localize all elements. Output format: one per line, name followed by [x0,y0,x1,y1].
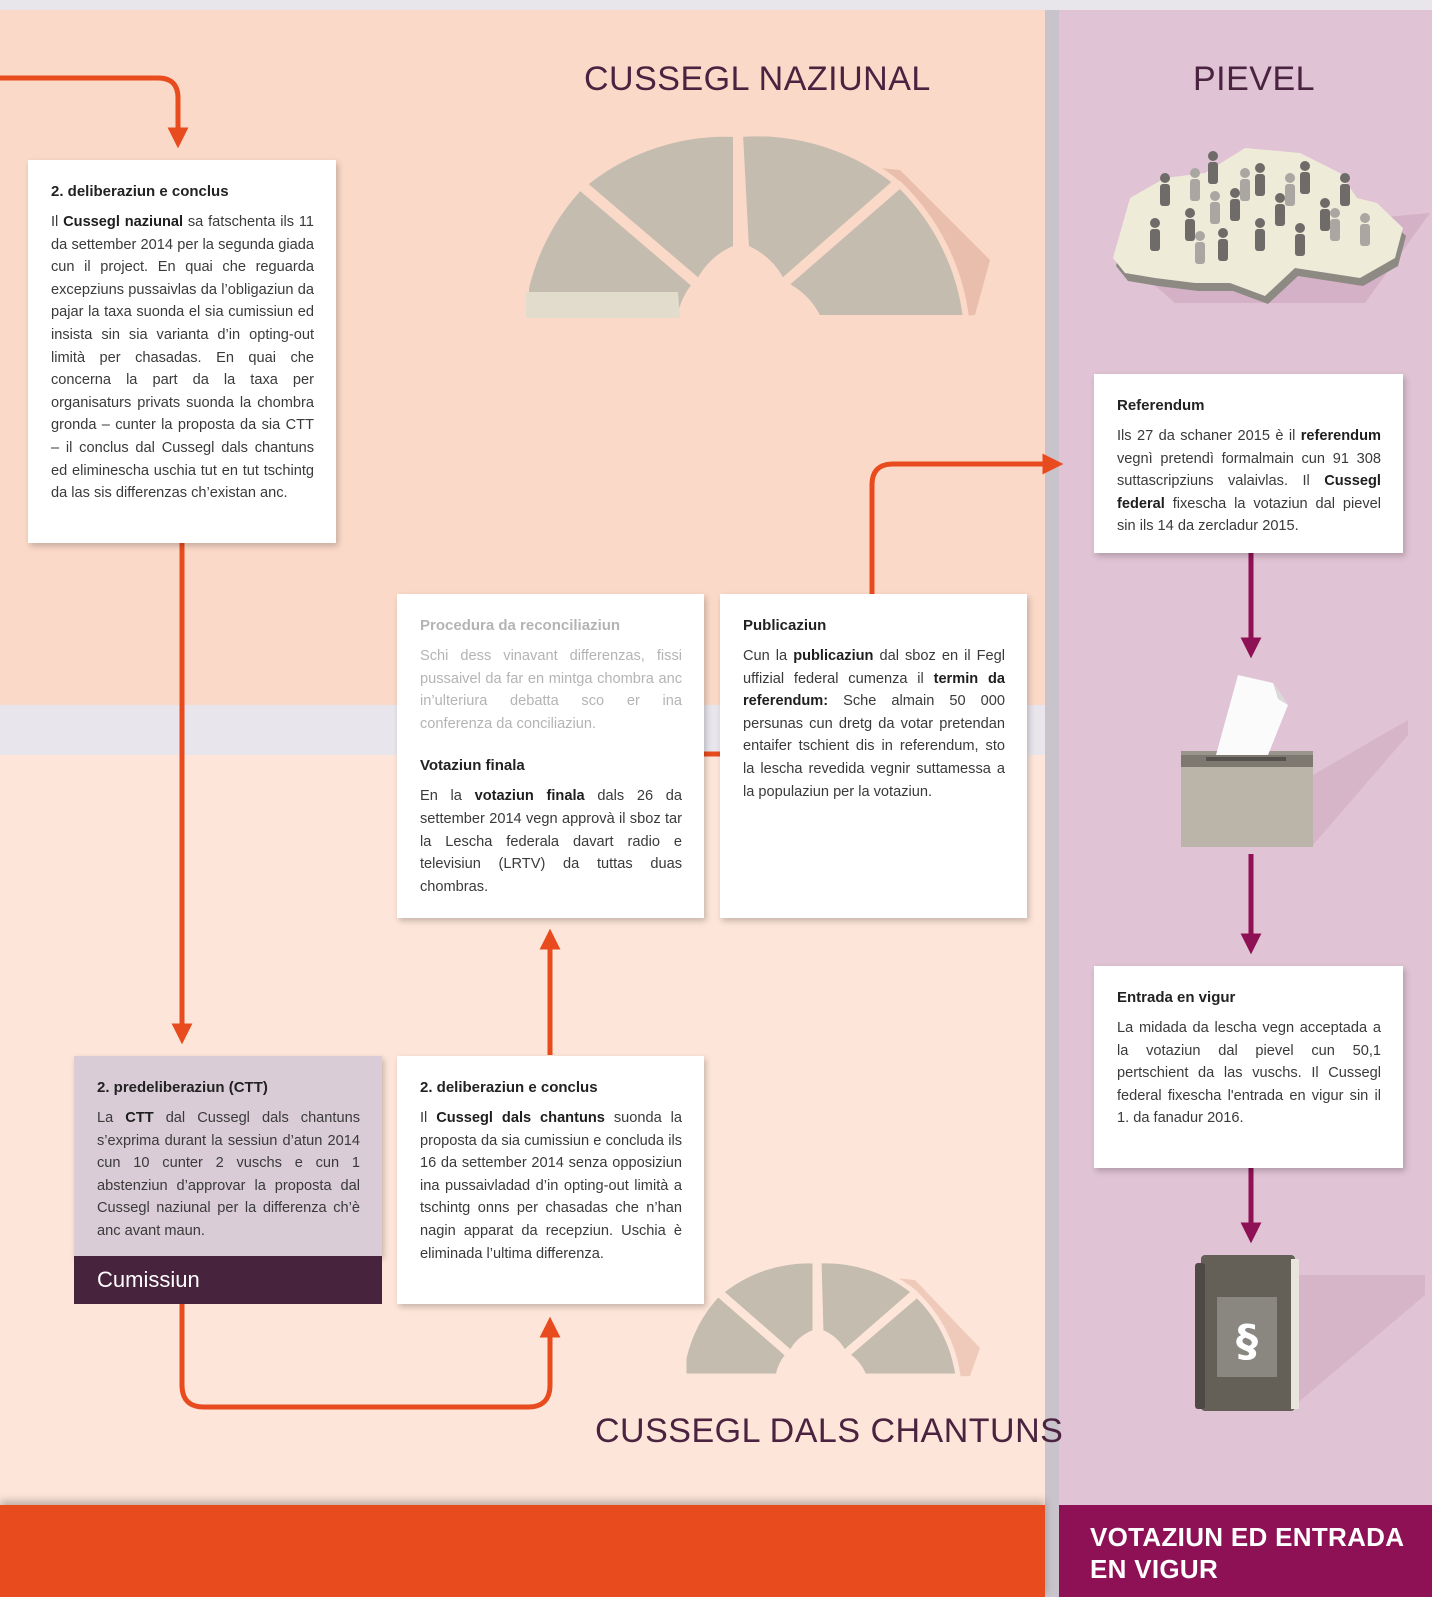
card-body: Il Cussegl dals chantuns suonda la propo… [420,1110,682,1262]
card-title: 2. deliberaziun e conclus [420,1079,598,1096]
nationalrat-title: CUSSEGL NAZIUNAL [584,60,931,98]
arrow-publication-to-referendum [869,453,1064,594]
footer-title: VOTAZIUN ED ENTRADA EN VIGUR [1090,1522,1404,1584]
reconciliation-title: Procedura da reconciliaziun [420,617,621,634]
pievel-title: PIEVEL [1193,60,1316,98]
card-title: 2. predeliberaziun (CTT) [97,1079,268,1096]
column-separator [1045,10,1059,1597]
staenderat-title: CUSSEGL DALS CHANTUNS [595,1412,1064,1450]
svg-text:§: § [1236,1316,1258,1367]
switzerland-people-map-icon [1113,148,1430,304]
final-vote-body: En la votaziun finala dals 26 da settemb… [420,788,682,895]
card-nr-deliberation: 2. deliberaziun e conclus Il Cussegl naz… [28,160,336,543]
footer-bar-right: VOTAZIUN ED ENTRADA EN VIGUR [1059,1505,1432,1597]
card-body: Ils 27 da schaner 2015 è il referendum v… [1117,428,1381,535]
card-body: Il Cussegl naziunal sa fatschenta ils 11… [51,214,314,502]
arrow-into-nr-deliberation [0,75,189,149]
card-reconciliation-final-vote: Procedura da reconciliaziun Schi dess vi… [397,594,704,918]
footer-bar-left [0,1505,1045,1597]
card-title: Publicaziun [743,617,827,634]
card-committee: 2. predeliberaziun (CTT) La CTT dal Cuss… [74,1056,382,1256]
card-publication: Publicaziun Cun la publicaziun dal sboz … [720,594,1027,918]
arrow-committee-to-sr [179,1300,561,1410]
parliament-hemicycle-icon [523,130,990,321]
card-sr-deliberation: 2. deliberaziun e conclus Il Cussegl dal… [397,1056,704,1304]
law-book-icon: § [1195,1255,1425,1411]
card-body: La CTT dal Cussegl dals chantuns s’expri… [97,1110,361,1239]
final-vote-title: Votaziun finala [420,757,525,775]
parliament-hemicycle-icon [681,1258,980,1379]
card-referendum: Referendum Ils 27 da schaner 2015 è il r… [1094,374,1403,553]
card-body: La midada da lescha vegn acceptada a la … [1117,1020,1381,1127]
card-title: 2. deliberaziun e conclus [51,183,229,200]
card-title: Entrada en vigur [1117,989,1236,1006]
card-title: Referendum [1117,397,1205,414]
reconciliation-body: Schi dess vinavant differenzas, fissi pu… [420,648,682,732]
card-entry-into-force: Entrada en vigur La midada da lescha veg… [1094,966,1403,1168]
committee-label-bar: Cumissiun [74,1256,382,1304]
card-body: Cun la publicaziun dal sboz en il Fegl u… [743,648,1005,800]
ballot-box-icon [1181,675,1408,847]
